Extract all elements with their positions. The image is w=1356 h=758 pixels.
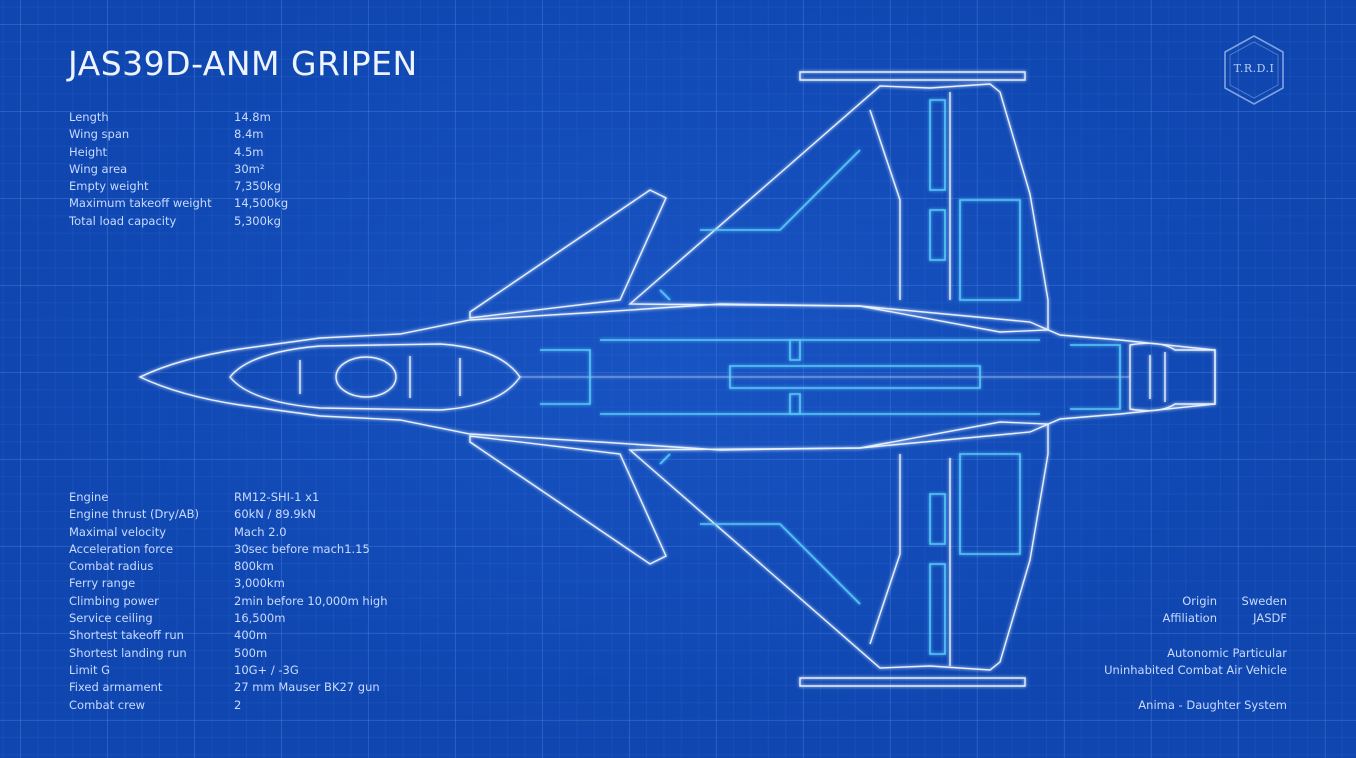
spec-value: 400m [234,628,268,643]
spec-value: 4.5m [234,144,264,159]
spec-label: Service ceiling [69,611,153,626]
affiliation-row: Affiliation JASDF [1147,610,1287,627]
logo-text: T.R.D.I [1233,62,1275,75]
spec-value: 8.4m [234,127,264,142]
spec-label: Wing area [69,161,128,176]
spec-label: Shortest landing run [69,645,187,660]
spec-value: 14.8m [234,110,271,124]
spec-label: Combat radius [69,559,154,574]
spec-label: Empty weight [69,179,149,194]
origin-affiliation-block: Origin Sweden Affiliation JASDF [1147,593,1287,629]
origin-row: Origin Sweden [1147,593,1287,610]
affiliation-value: JASDF [1253,611,1287,626]
spec-label: Combat crew [69,697,146,712]
spec-value: 7,350kg [234,179,281,194]
spec-label: Shortest takeoff run [69,628,184,643]
spec-label: Height [69,144,108,159]
spec-label: Fixed armament [69,680,163,695]
spec-value: 2min before 10,000m high [234,593,388,608]
spec-value: RM12-SHI-1 x1 [234,490,320,504]
spec-label: Wing span [69,127,130,142]
origin-value: Sweden [1241,594,1287,608]
spec-label: Maximum takeoff weight [69,196,212,211]
spec-value: 27 mm Mauser BK27 gun [234,680,380,695]
spec-label: Total load capacity [69,213,177,228]
spec-value: 5,300kg [234,213,281,228]
spec-label: Climbing power [69,593,159,608]
vehicle-class-line1: Autonomic Particular [1167,646,1287,660]
spec-value: Mach 2.0 [234,524,287,539]
trdi-logo: T.R.D.I [1222,34,1286,106]
spec-value: 16,500m [234,611,286,626]
spec-value: 10G+ / -3G [234,662,299,677]
spec-value: 30m² [234,161,265,176]
page-title: JAS39D-ANM GRIPEN [68,44,418,83]
spec-value: 60kN / 89.9kN [234,507,316,522]
spec-label: Length [69,110,109,124]
logo-hexagon-icon [1224,35,1284,105]
spec-label: Engine [69,490,109,504]
spec-label: Engine thrust (Dry/AB) [69,507,200,522]
spec-label: Limit G [69,662,111,677]
spec-label: Ferry range [69,576,136,591]
spec-value: 800km [234,559,274,574]
airframe-outline [138,71,1216,687]
vehicle-class-line2: Uninhabited Combat Air Vehicle [1104,663,1287,678]
airframe-detail-lines [540,99,1121,655]
spec-value: 500m [234,645,268,660]
spec-value: 14,500kg [234,196,289,211]
system-label: Anima - Daughter System [1138,698,1287,712]
spec-value: 2 [234,697,242,712]
vehicle-class-block: Autonomic Particular Uninhabited Combat … [1104,645,1287,680]
affiliation-label: Affiliation [1162,611,1217,626]
origin-label: Origin [1182,594,1217,608]
spec-value: 3,000km [234,576,285,591]
spec-label: Acceleration force [69,541,174,556]
spec-label: Maximal velocity [69,524,167,539]
spec-value: 30sec before mach1.15 [234,541,370,556]
